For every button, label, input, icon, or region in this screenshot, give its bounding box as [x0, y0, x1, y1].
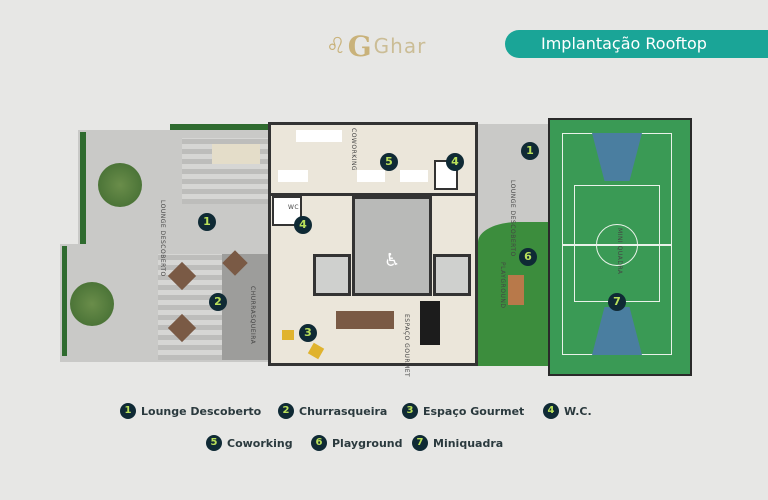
legend-label: Churrasqueira: [299, 404, 388, 418]
brand-name: Ghar: [373, 34, 427, 58]
tree-icon: [70, 282, 114, 326]
wall: [268, 193, 478, 196]
marker-1: 1: [198, 213, 216, 231]
center-circle: [596, 224, 638, 266]
label-court: MINI QUADRA: [616, 228, 623, 275]
legend-label: Espaço Gourmet: [423, 404, 525, 418]
legend-label: Coworking: [227, 436, 293, 450]
legend-item: 4 W.C.: [543, 403, 592, 419]
marker-1: 1: [521, 142, 539, 160]
legend-marker: 3: [402, 403, 418, 419]
hedge: [80, 132, 86, 244]
legend-marker: 6: [311, 435, 327, 451]
legend-item: 5 Coworking: [206, 435, 293, 451]
label-lounge-right: LOUNGE DESCOBERTO: [509, 180, 516, 257]
marker-6: 6: [519, 248, 537, 266]
desk: [357, 170, 385, 182]
marker-4: 4: [294, 216, 312, 234]
floor-plan: LOUNGE DESCOBERTO CHURRASQUEIRA ♿ COWORK…: [60, 118, 692, 378]
stair-core: [352, 196, 432, 296]
marker-2: 2: [209, 293, 227, 311]
armchair: [282, 330, 294, 340]
legend-marker: 2: [278, 403, 294, 419]
elevator: [313, 254, 351, 296]
label-coworking: COWORKING: [350, 128, 357, 172]
hedge: [170, 124, 268, 130]
gourmet-table: [336, 311, 394, 329]
label-gourmet: ESPAÇO GOURMET: [403, 314, 410, 378]
page-title: Implantação Rooftop: [505, 30, 768, 58]
legend-label: Miniquadra: [433, 436, 504, 450]
legend-marker: 7: [412, 435, 428, 451]
legend-label: Playground: [332, 436, 403, 450]
hedge: [62, 246, 67, 356]
brand-logo: ♌ G Ghar: [326, 29, 427, 63]
desk: [400, 170, 428, 182]
legend-marker: 1: [120, 403, 136, 419]
legend-marker: 4: [543, 403, 559, 419]
lion-emblem-icon: ♌: [326, 33, 346, 59]
tree-icon: [98, 163, 142, 207]
label-playground: PLAYGROUND: [499, 262, 506, 309]
marker-7: 7: [608, 293, 626, 311]
label-churrasqueira: CHURRASQUEIRA: [249, 286, 256, 345]
label-lounge-left: LOUNGE DESCOBERTO: [159, 200, 166, 277]
marker-4: 4: [446, 153, 464, 171]
sofa: [212, 144, 260, 164]
legend-label: W.C.: [564, 404, 592, 418]
marker-5: 5: [380, 153, 398, 171]
elevator: [433, 254, 471, 296]
legend-item: 6 Playground: [311, 435, 402, 451]
legend-label: Lounge Descoberto: [141, 404, 262, 418]
logo-g: G: [347, 29, 372, 63]
desk: [278, 170, 308, 182]
legend-item: 2 Churrasqueira: [278, 403, 387, 419]
meeting-table: [296, 130, 342, 142]
legend-item: 3 Espaço Gourmet: [402, 403, 524, 419]
accessibility-icon: ♿: [384, 250, 401, 271]
kitchen-counter: [420, 301, 440, 345]
label-wc: WC: [288, 204, 300, 211]
play-structure: [508, 275, 524, 305]
legend-marker: 5: [206, 435, 222, 451]
terrace-notch: [60, 130, 78, 244]
legend-item: 1 Lounge Descoberto: [120, 403, 261, 419]
marker-3: 3: [299, 324, 317, 342]
legend-item: 7 Miniquadra: [412, 435, 503, 451]
